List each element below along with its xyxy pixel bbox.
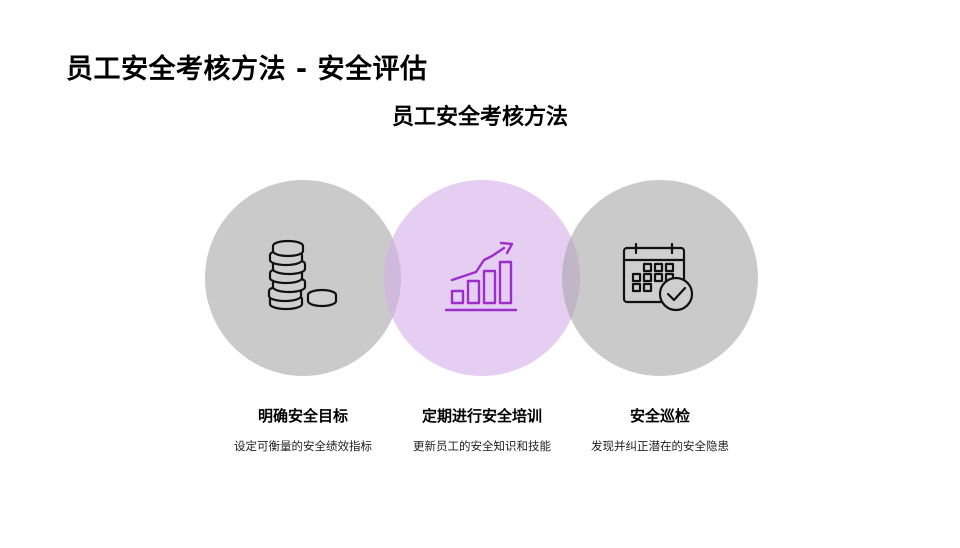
page-title: 员工安全考核方法 - 安全评估 xyxy=(66,54,428,85)
section-subtitle: 员工安全考核方法 xyxy=(391,105,568,130)
item-label-inspection: 安全巡检 xyxy=(629,407,690,425)
item-description-goals: 设定可衡量的安全绩效指标 xyxy=(234,439,372,453)
growth-chart-icon xyxy=(444,241,518,312)
calendar-check-icon xyxy=(622,242,694,312)
coins-stack-icon xyxy=(267,239,338,311)
item-description-training: 更新员工的安全知识和技能 xyxy=(413,439,551,453)
item-description-inspection: 发现并纠正潜在的安全隐患 xyxy=(591,439,729,453)
item-label-training: 定期进行安全培训 xyxy=(421,407,542,425)
item-label-goals: 明确安全目标 xyxy=(257,407,348,425)
circle-training xyxy=(384,180,580,376)
